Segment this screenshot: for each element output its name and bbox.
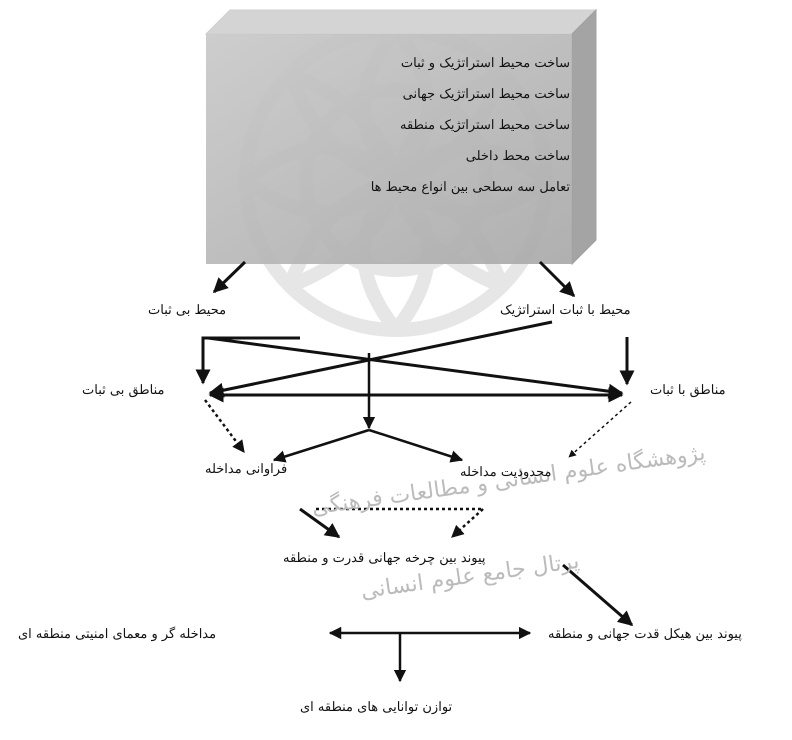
dotted-limit-to-link	[451, 508, 484, 538]
arrow-unstable-env-to-unstable-regions	[195, 336, 300, 385]
node-balance: توازن توانایی های منطقه ای	[300, 700, 453, 715]
arrow-link-cycle-to-structure	[562, 563, 634, 627]
node-link-power-structure: پیوند بین هیکل قدت جهانی و منطقه	[548, 627, 742, 642]
arrow-box-to-stable-env	[538, 260, 576, 298]
arrow-to-intervention-abundance	[272, 428, 370, 463]
arrow-unstable-env-cross	[207, 336, 624, 399]
arrow-box-to-unstable-env	[212, 260, 247, 294]
node-intervention-limit: محدودیت مداخله	[460, 465, 552, 480]
node-link-power-cycle: پیوند بین چرخه جهانی قدرت و منطقه	[283, 551, 486, 566]
arrow-to-intervention-limit	[368, 428, 464, 463]
node-unstable-regions: مناطق بی ثبات	[82, 383, 165, 398]
box-line-1: ساخت محیط استراتژیک و ثبات	[400, 56, 570, 71]
context-box	[204, 8, 598, 266]
arrow-stable-env-cross	[208, 320, 553, 398]
box-line-3: ساخت محیط استراتژیک منطقه	[399, 118, 570, 133]
dotted-unstable-to-abundance	[204, 399, 245, 453]
box-text: ساخت محیط استراتژیک و ثبات ساخت محیط است…	[230, 48, 570, 203]
dotted-stable-to-limit	[568, 401, 632, 458]
box-line-2: ساخت محیط استراتژیک جهانی	[402, 87, 570, 102]
box-line-4: ساخت محط داخلی	[465, 149, 570, 164]
node-intervention-abundance: فراوانی مداخله	[205, 462, 288, 477]
node-intervener-security: مداخله گر و معمای امنیتی منطقه ای	[18, 627, 217, 642]
box-line-5: تعامل سه سطحی بین انواع محیط ها	[370, 180, 570, 195]
node-stable-regions: مناطق با ثبات	[650, 383, 726, 398]
arrow-abundance-to-link	[299, 507, 341, 539]
node-stable-env: محیط با ثبات استراتژیک	[500, 303, 631, 318]
node-unstable-env: محیط بی ثبات	[148, 303, 227, 318]
